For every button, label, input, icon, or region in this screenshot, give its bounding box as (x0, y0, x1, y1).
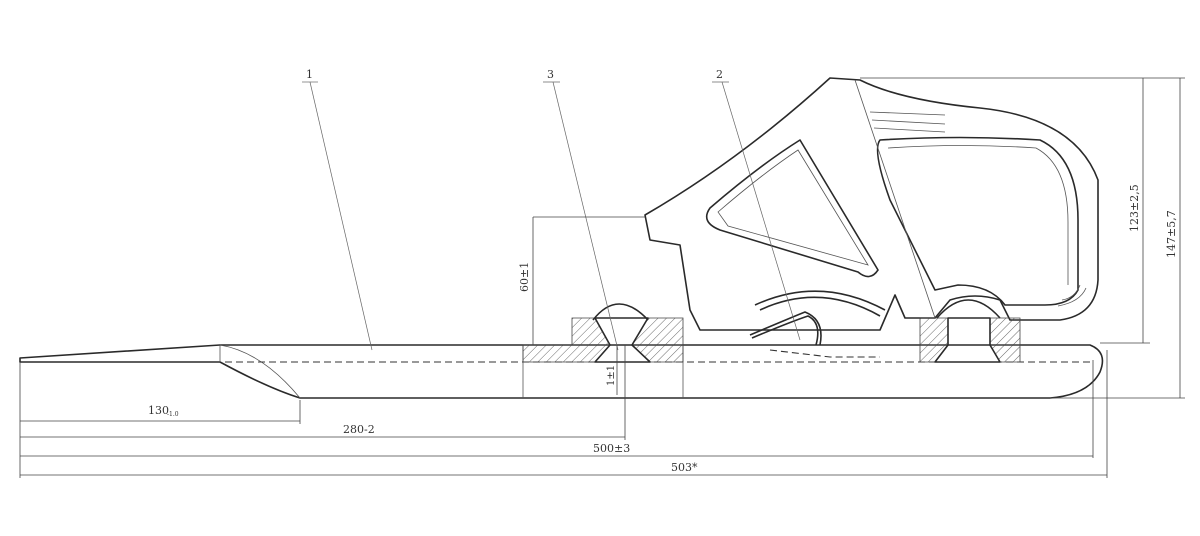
dim-503-label: 503* (671, 461, 698, 474)
bolt-left-head (594, 317, 651, 363)
callout-3-leader (552, 81, 619, 351)
callout-1-leader (309, 81, 373, 351)
callout-2-label: 2 (716, 68, 723, 81)
spring-clip (749, 311, 822, 346)
dim-147-label: 147±5,7 (1165, 210, 1178, 258)
dim-123-label: 123±2,5 (1128, 184, 1141, 232)
blade-bevel-line (219, 344, 301, 399)
bolt-right-dome (936, 299, 1001, 319)
callout-2-leader (721, 81, 801, 341)
dim-130-tolerance: -1.0 (167, 411, 179, 418)
frame-window-left (705, 139, 879, 278)
frame-window-right (876, 136, 1079, 306)
frame-grooves (869, 111, 1087, 307)
dim-1-label: 1±1 (606, 365, 617, 386)
frame-window-right-inner (887, 145, 1069, 285)
dimensions: 130 -1.0 280-2 500±3 503* 60±1 1±1 123±2… (19, 77, 1185, 478)
callout-1-label: 1 (306, 68, 313, 81)
bolt-left-section-upper (571, 317, 611, 346)
bolt-left-dome (592, 303, 649, 321)
frame-strut-line (854, 79, 936, 319)
frame-body (644, 77, 1099, 358)
bolt-right-section-left (919, 317, 949, 346)
dim-130-label: 130 (148, 404, 169, 417)
callout-3-label: 3 (547, 68, 554, 81)
spring-hidden-line (769, 349, 880, 358)
spring-leaf (754, 290, 886, 317)
bolt-left-section-lower-right (630, 344, 684, 363)
dim-500-label: 500±3 (593, 442, 630, 455)
dim-60-label: 60±1 (518, 262, 531, 292)
frame-window-left-inner (717, 149, 869, 266)
callouts: 1 3 2 (302, 68, 801, 351)
frame-outline (644, 77, 1099, 331)
blade-outline (19, 344, 1104, 399)
bolt-right-section-right (989, 317, 1021, 346)
bolt-left (522, 303, 684, 363)
dim-280-label: 280-2 (343, 423, 375, 436)
bolt-right-section-lower-left (919, 344, 949, 363)
bolt-right (919, 299, 1021, 363)
bolt-right-head (934, 317, 1001, 363)
